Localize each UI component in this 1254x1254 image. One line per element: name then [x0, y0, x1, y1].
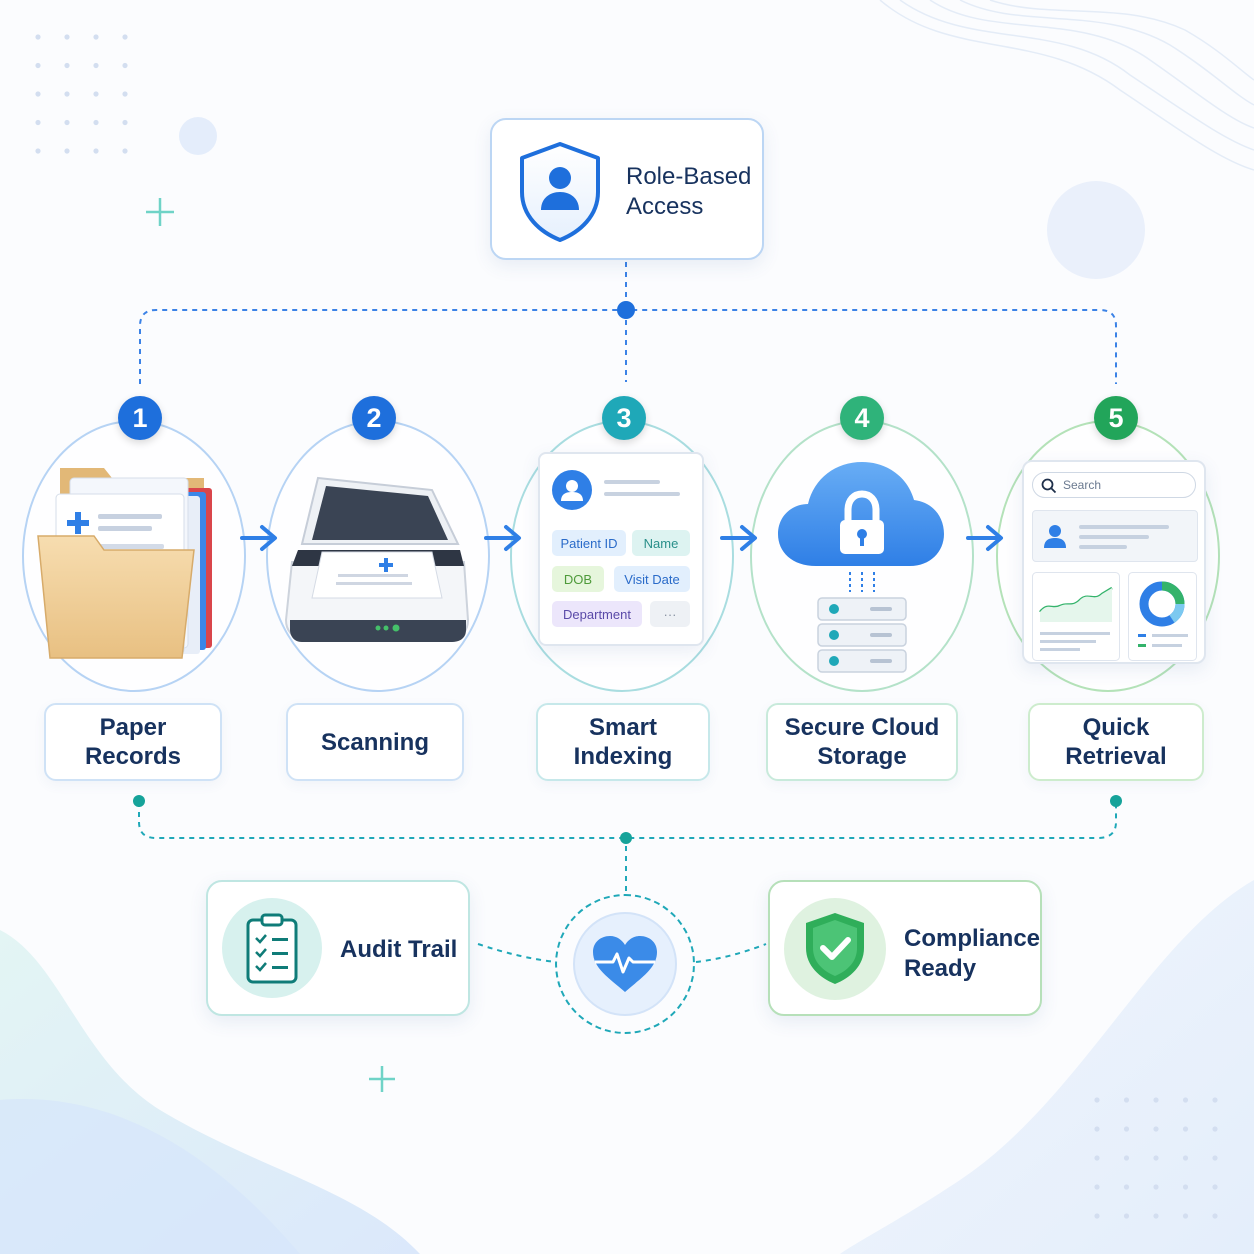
chip-dob: DOB — [552, 566, 604, 592]
result-row[interactable] — [1032, 510, 1198, 562]
decorative-dot — [35, 34, 41, 40]
decorative-dot — [1094, 1097, 1100, 1103]
shield-check-icon — [806, 913, 864, 984]
decorative-dot — [1212, 1184, 1218, 1190]
decorative-dot — [1153, 1155, 1159, 1161]
arrow-right-icon — [240, 525, 277, 551]
decorative-dot — [122, 119, 128, 126]
decorative-dot — [1153, 1213, 1159, 1219]
decorative-dot — [1182, 1184, 1189, 1190]
decorative-dot — [1212, 1155, 1218, 1161]
decorative-dot — [1212, 1126, 1218, 1132]
decorative-dot — [93, 91, 99, 97]
decorative-dot — [93, 148, 99, 154]
scanner-icon — [284, 476, 470, 642]
user-icon — [1044, 525, 1066, 548]
decorative-dot — [35, 91, 41, 97]
decorative-dot — [93, 119, 99, 126]
decorative-dot — [64, 91, 70, 97]
decorative-dot — [1094, 1184, 1100, 1190]
decorative-dot — [93, 62, 99, 69]
chip-visit-date: Visit Date — [614, 566, 690, 592]
step-3-badge: 3 — [602, 396, 646, 440]
decorative-dot — [122, 148, 128, 154]
role-based-access-label-line2: Access — [626, 193, 704, 220]
arrow-right-icon — [484, 525, 521, 551]
heart-pulse-icon — [593, 936, 657, 992]
decorative-dot — [1182, 1126, 1189, 1132]
decorative-dot — [122, 34, 128, 40]
decorative-dot — [93, 34, 99, 40]
decorative-dot — [1153, 1184, 1159, 1190]
decorative-dot — [1212, 1213, 1218, 1219]
compliance-ready-card[interactable]: Compliance Ready — [768, 880, 1042, 1016]
shield-user-icon — [520, 142, 600, 242]
decorative-dot — [1094, 1213, 1100, 1219]
chip-patient-id: Patient ID — [552, 530, 626, 556]
decorative-dot — [64, 148, 70, 154]
decorative-dot — [1212, 1097, 1218, 1103]
decorative-dot — [1094, 1126, 1100, 1132]
folder-documents-icon — [37, 468, 212, 659]
step-1-badge: 1 — [118, 396, 162, 440]
audit-trail-card[interactable]: Audit Trail — [206, 880, 470, 1016]
decorative-dot — [64, 119, 70, 126]
decorative-dot — [1153, 1126, 1159, 1132]
decorative-dot — [1123, 1213, 1130, 1219]
decorative-dot — [64, 62, 70, 69]
user-icon — [561, 480, 583, 501]
decorative-dot — [1182, 1155, 1189, 1161]
decorative-dot — [64, 34, 70, 40]
audit-trail-label: Audit Trail — [340, 936, 458, 963]
heart-pulse-badge — [555, 894, 695, 1034]
decorative-dot — [1182, 1213, 1189, 1219]
chip-department: Department — [552, 601, 642, 627]
step-2-label: Scanning — [286, 703, 464, 781]
decorative-dot — [1182, 1097, 1189, 1103]
clipboard-checklist-icon — [246, 913, 298, 984]
avatar — [552, 470, 592, 510]
arrow-right-icon — [966, 525, 1003, 551]
compliance-ready-label: Compliance Ready — [904, 925, 1041, 982]
index-card: Patient ID Name DOB Visit Date Departmen… — [538, 452, 704, 646]
decorative-dot — [1123, 1155, 1130, 1161]
chip-more: ··· — [650, 601, 690, 627]
decorative-dot — [35, 62, 41, 69]
decorative-dot — [1123, 1097, 1130, 1103]
step-4-badge: 4 — [840, 396, 884, 440]
retrieval-dashboard: Search — [1022, 460, 1206, 664]
decorative-dot — [35, 119, 41, 126]
step-2-badge: 2 — [352, 396, 396, 440]
arrow-right-icon — [720, 525, 757, 551]
line-chart-widget — [1032, 572, 1120, 661]
decorative-dot — [122, 62, 128, 69]
role-based-access-label-line1: Role-Based — [626, 163, 752, 190]
step-5-badge: 5 — [1094, 396, 1138, 440]
search-icon — [1041, 478, 1057, 494]
search-placeholder: Search — [1063, 478, 1102, 492]
decorative-dot — [1123, 1184, 1130, 1190]
chip-name: Name — [632, 530, 690, 556]
cloud-lock-icon — [778, 462, 944, 673]
search-input[interactable]: Search — [1032, 472, 1196, 498]
decorative-dot — [122, 91, 128, 97]
decorative-dot — [35, 148, 41, 154]
decorative-dot — [1153, 1097, 1159, 1103]
decorative-dot — [1123, 1126, 1130, 1132]
donut-chart-widget — [1128, 572, 1197, 661]
role-based-access-card[interactable]: Role-Based Access — [490, 118, 764, 260]
decorative-dot — [1094, 1155, 1100, 1161]
